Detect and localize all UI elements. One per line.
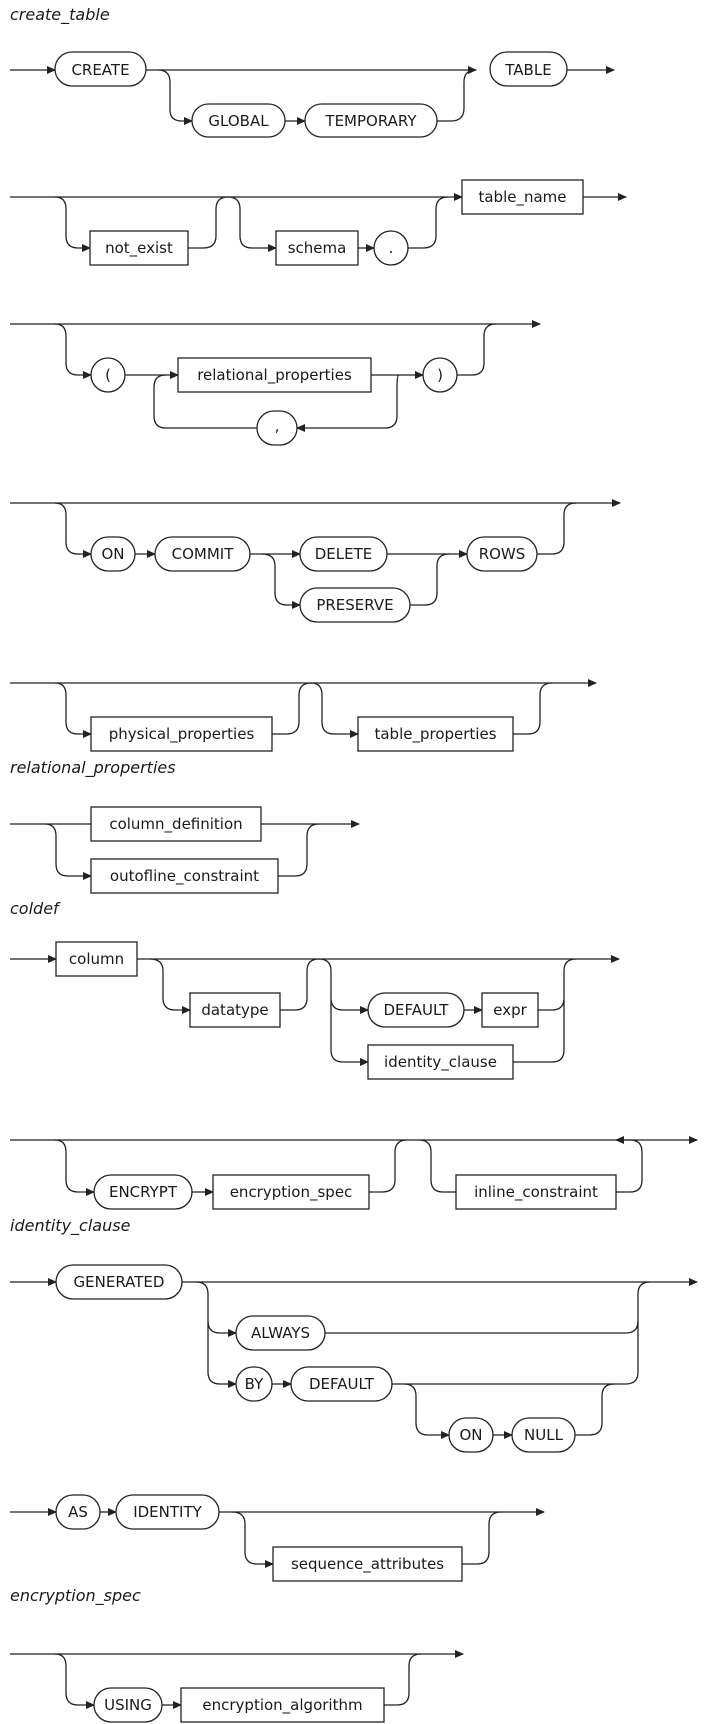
terminal-table: TABLE (489, 51, 568, 87)
coldef-row-2: ENCRYPT encryption_spec inline_constrain… (10, 1136, 698, 1210)
svg-text:table_properties: table_properties (374, 725, 496, 744)
nonterminal-table-name: table_name (461, 179, 584, 215)
identity-clause-row-2: AS IDENTITY sequence_attributes (10, 1494, 545, 1582)
svg-text:encryption_algorithm: encryption_algorithm (202, 1696, 362, 1715)
svg-text:expr: expr (493, 1001, 527, 1019)
svg-text:IDENTITY: IDENTITY (133, 1503, 202, 1521)
terminal-on-null-on: ON (448, 1417, 494, 1453)
svg-text:not_exist: not_exist (105, 239, 173, 258)
svg-text:ALWAYS: ALWAYS (251, 1324, 310, 1342)
svg-text:DELETE: DELETE (315, 545, 373, 563)
svg-text:schema: schema (288, 239, 347, 257)
svg-text:AS: AS (68, 1503, 88, 1521)
rule-title-coldef: coldef (10, 899, 61, 918)
rule-title-encryption-spec: encryption_spec (10, 1586, 141, 1606)
nonterminal-relational-properties: relational_properties (177, 357, 372, 393)
terminal-identity: IDENTITY (115, 1494, 220, 1530)
svg-text:GENERATED: GENERATED (74, 1273, 165, 1291)
relational-properties-rule: column_definition outofline_constraint (10, 806, 360, 894)
svg-text:datatype: datatype (201, 1001, 268, 1019)
svg-text:BY: BY (245, 1375, 264, 1393)
rule-title-identity-clause: identity_clause (10, 1216, 131, 1236)
terminal-temporary: TEMPORARY (304, 103, 438, 138)
terminal-preserve: PRESERVE (299, 587, 411, 623)
nonterminal-table-properties: table_properties (357, 716, 514, 752)
terminal-on: ON (90, 536, 136, 572)
svg-text:): ) (437, 366, 443, 384)
nonterminal-not-exist: not_exist (89, 230, 189, 266)
identity-clause-row-1: GENERATED ALWAYS BY DEFAULT ON NULL (10, 1264, 698, 1453)
terminal-by: BY (235, 1366, 273, 1402)
svg-text:ENCRYPT: ENCRYPT (109, 1183, 178, 1201)
svg-text:NULL: NULL (524, 1426, 564, 1444)
encryption-spec-rule: USING encryption_algorithm (10, 1650, 464, 1723)
svg-text:COMMIT: COMMIT (172, 545, 235, 563)
nonterminal-column: column (55, 941, 138, 977)
svg-text:.: . (389, 239, 394, 257)
svg-text:TEMPORARY: TEMPORARY (324, 112, 417, 130)
svg-text:identity_clause: identity_clause (384, 1053, 497, 1072)
terminal-right-paren: ) (422, 357, 458, 393)
terminal-generated: GENERATED (55, 1264, 183, 1300)
terminal-null: NULL (511, 1417, 576, 1453)
svg-text:physical_properties: physical_properties (109, 725, 255, 744)
create-table-row-3: ( relational_properties , ) (10, 320, 541, 446)
svg-text:table_name: table_name (478, 188, 566, 207)
terminal-as: AS (55, 1494, 101, 1530)
svg-text:GLOBAL: GLOBAL (208, 112, 269, 130)
svg-text:(: ( (105, 366, 111, 384)
terminal-dot: . (373, 230, 409, 266)
nonterminal-sequence-attributes: sequence_attributes (272, 1546, 463, 1582)
create-table-row-5: physical_properties table_properties (10, 679, 597, 752)
svg-text:DEFAULT: DEFAULT (309, 1375, 375, 1393)
svg-text:CREATE: CREATE (71, 61, 129, 79)
terminal-using: USING (93, 1687, 163, 1723)
svg-text:DEFAULT: DEFAULT (384, 1001, 450, 1019)
svg-text:ROWS: ROWS (479, 545, 526, 563)
svg-text:sequence_attributes: sequence_attributes (291, 1555, 444, 1574)
svg-text:column_definition: column_definition (109, 815, 242, 834)
svg-text:relational_properties: relational_properties (197, 366, 352, 385)
terminal-commit: COMMIT (154, 536, 251, 572)
terminal-global: GLOBAL (191, 103, 286, 138)
svg-text:USING: USING (104, 1696, 152, 1714)
svg-text:encryption_spec: encryption_spec (230, 1183, 353, 1202)
terminal-delete: DELETE (299, 536, 388, 572)
create-table-row-4: ON COMMIT DELETE PRESERVE ROWS (10, 499, 621, 623)
nonterminal-inline-constraint: inline_constraint (455, 1174, 617, 1210)
svg-text:TABLE: TABLE (504, 61, 551, 79)
terminal-rows: ROWS (466, 536, 538, 572)
svg-text:ON: ON (101, 545, 124, 563)
svg-text:inline_constraint: inline_constraint (474, 1183, 598, 1202)
nonterminal-column-definition: column_definition (90, 806, 262, 842)
terminal-create: CREATE (54, 51, 147, 87)
svg-text:column: column (69, 950, 124, 968)
svg-text:ON: ON (459, 1426, 482, 1444)
create-table-row-1: CREATE GLOBAL TEMPORARY TABLE (10, 51, 615, 138)
svg-text:,: , (275, 417, 280, 435)
nonterminal-encryption-algorithm: encryption_algorithm (180, 1687, 385, 1723)
terminal-comma: , (256, 410, 298, 446)
terminal-default: DEFAULT (367, 992, 465, 1028)
rule-title-create-table: create_table (10, 5, 110, 25)
nonterminal-schema: schema (275, 230, 359, 266)
nonterminal-identity-clause: identity_clause (367, 1044, 514, 1080)
svg-text:outofline_constraint: outofline_constraint (110, 867, 259, 886)
terminal-left-paren: ( (90, 357, 126, 393)
create-table-row-2: not_exist schema . table_name (10, 179, 627, 266)
nonterminal-physical-properties: physical_properties (90, 716, 273, 752)
coldef-row-1: column datatype DEFAULT expr identity_cl… (10, 941, 620, 1080)
nonterminal-datatype: datatype (189, 992, 281, 1028)
terminal-encrypt: ENCRYPT (93, 1174, 193, 1210)
nonterminal-expr: expr (481, 992, 539, 1028)
rule-title-relational-properties: relational_properties (10, 758, 176, 778)
nonterminal-outofline-constraint: outofline_constraint (90, 858, 279, 894)
terminal-by-default: DEFAULT (290, 1366, 393, 1402)
svg-text:PRESERVE: PRESERVE (316, 596, 393, 614)
terminal-always: ALWAYS (235, 1315, 326, 1351)
nonterminal-encryption-spec: encryption_spec (212, 1174, 370, 1210)
